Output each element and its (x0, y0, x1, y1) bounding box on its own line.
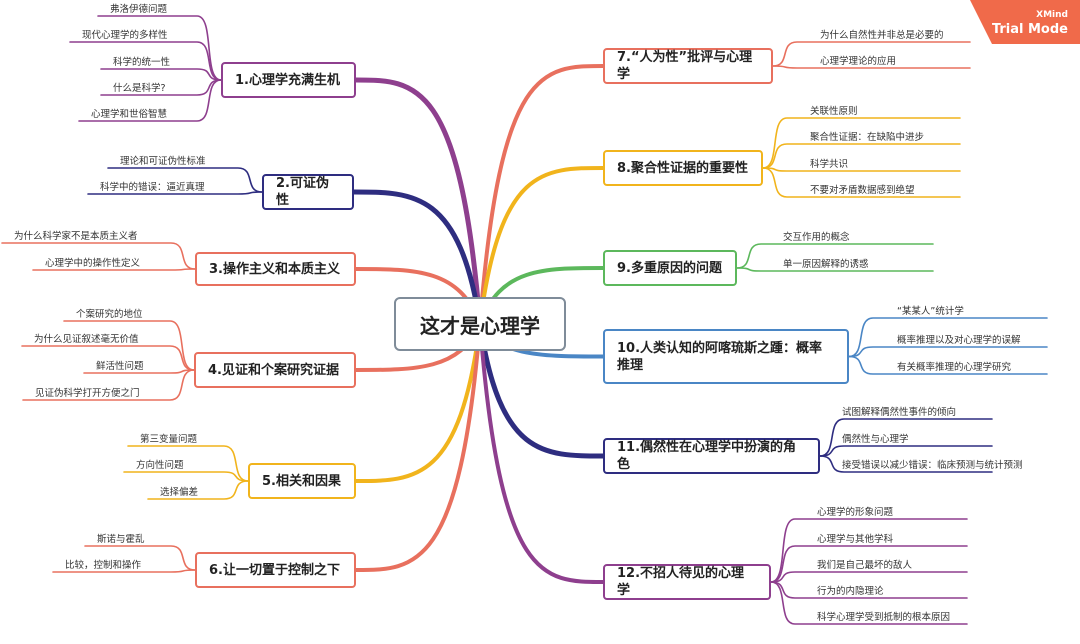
subtopic-right-6-5[interactable]: 科学心理学受到抵制的根本原因 (817, 612, 951, 623)
leaf-line-right-4-2 (848, 346, 1048, 358)
leaf-line-right-6-2 (770, 545, 968, 583)
leaf-line-left-5-3 (147, 480, 249, 500)
subtopic-left-1-4[interactable]: 什么是科学? (113, 83, 166, 94)
subtopic-left-4-4[interactable]: 见证伪科学打开方便之门 (35, 388, 140, 399)
badge-brand: XMind (1036, 10, 1068, 20)
leaf-line-right-2-4 (762, 167, 961, 198)
leaf-line-left-2-1 (107, 167, 263, 193)
leaf-line-left-4-2 (21, 345, 195, 371)
leaf-line-left-4-4 (22, 369, 195, 401)
trial-mode-badge[interactable] (970, 0, 1080, 44)
topic-node-right-1[interactable]: 7.“人为性”批评与心理学 (603, 48, 773, 84)
leaf-line-left-2-2 (87, 191, 263, 195)
leaf-line-right-2-1 (762, 117, 961, 169)
topic-node-left-4[interactable]: 4.见证和个案研究证据 (194, 352, 356, 388)
leaf-line-left-5-2 (123, 471, 249, 482)
leaf-line-right-6-5 (770, 581, 968, 625)
topic-node-left-2[interactable]: 2.可证伪性 (262, 174, 354, 210)
leaf-line-right-5-2 (819, 445, 993, 457)
subtopic-right-6-2[interactable]: 心理学与其他学科 (817, 534, 894, 545)
subtopic-right-6-1[interactable]: 心理学的形象问题 (817, 507, 894, 518)
leaf-line-right-1-1 (772, 41, 971, 67)
subtopic-left-6-1[interactable]: 斯诺与霍乱 (97, 534, 145, 545)
branch-line-right-6 (478, 322, 605, 584)
branch-line-left-1 (353, 77, 483, 327)
subtopic-right-2-2[interactable]: 聚合性证据：在缺陷中进步 (810, 132, 925, 143)
subtopic-right-2-3[interactable]: 科学共识 (810, 159, 849, 170)
branch-line-right-5 (477, 321, 606, 459)
leaf-line-right-3-1 (736, 243, 934, 269)
subtopic-right-2-1[interactable]: 关联性原则 (810, 106, 858, 117)
leaf-line-right-3-2 (736, 267, 934, 272)
topic-node-right-4[interactable]: 10.人类认知的阿喀琉斯之踵：概率推理 (603, 329, 849, 384)
topic-node-left-1[interactable]: 1.心理学充满生机 (221, 62, 356, 98)
leaf-line-left-5-1 (127, 445, 249, 482)
subtopic-right-6-3[interactable]: 我们是自己最坏的敌人 (817, 560, 913, 571)
leaf-line-right-6-1 (770, 518, 968, 583)
subtopic-right-1-1[interactable]: 为什么自然性并非总是必要的 (820, 30, 944, 41)
branch-line-right-2 (478, 166, 605, 326)
leaf-line-left-4-1 (63, 320, 195, 371)
subtopic-left-3-1[interactable]: 为什么科学家不是本质主义者 (14, 231, 138, 242)
leaf-line-right-2-2 (762, 143, 961, 169)
topic-node-right-5[interactable]: 11.偶然性在心理学中扮演的角色 (603, 438, 820, 474)
subtopic-left-5-2[interactable]: 方向性问题 (136, 460, 184, 471)
branch-line-right-1 (478, 64, 605, 326)
leaf-line-left-3-1 (1, 242, 196, 270)
subtopic-left-1-5[interactable]: 心理学和世俗智慧 (91, 109, 168, 120)
subtopic-left-1-2[interactable]: 现代心理学的多样性 (82, 30, 168, 41)
leaf-line-left-6-2 (52, 569, 196, 573)
leaf-line-left-6-1 (84, 545, 196, 571)
leaf-line-left-1-5 (78, 79, 222, 122)
topic-node-left-3[interactable]: 3.操作主义和本质主义 (195, 252, 356, 286)
subtopic-left-4-2[interactable]: 为什么见证叙述毫无价值 (34, 334, 139, 345)
leaf-line-right-5-3 (819, 455, 993, 473)
leaf-line-left-1-2 (69, 41, 222, 81)
topic-node-right-6[interactable]: 12.不招人待见的心理学 (603, 564, 771, 600)
subtopic-left-5-3[interactable]: 选择偏差 (160, 487, 199, 498)
subtopic-right-4-1[interactable]: “某某人”统计学 (897, 306, 964, 317)
subtopic-right-3-2[interactable]: 单一原因解释的诱惑 (783, 259, 869, 270)
subtopic-left-3-2[interactable]: 心理学中的操作性定义 (45, 258, 141, 269)
subtopic-left-1-3[interactable]: 科学的统一性 (113, 57, 171, 68)
topic-node-left-6[interactable]: 6.让一切置于控制之下 (195, 552, 356, 588)
subtopic-right-6-4[interactable]: 行为的内隐理论 (817, 586, 884, 597)
badge-mode: Trial Mode (991, 22, 1068, 37)
subtopic-right-3-1[interactable]: 交互作用的概念 (783, 232, 850, 243)
topic-node-right-3[interactable]: 9.多重原因的问题 (603, 250, 737, 286)
subtopic-right-5-1[interactable]: 试图解释偶然性事件的倾向 (842, 407, 957, 418)
branch-line-left-5 (354, 322, 482, 483)
leaf-line-left-3-2 (32, 268, 196, 271)
leaf-line-right-4-1 (848, 317, 1048, 358)
branch-line-left-6 (354, 322, 482, 572)
leaf-line-left-1-1 (97, 15, 222, 81)
leaf-line-right-4-3 (848, 355, 1048, 375)
subtopic-right-5-3[interactable]: 接受错误以减少错误：临床预测与统计预测 (842, 460, 1023, 471)
central-topic[interactable]: 这才是心理学 (394, 297, 566, 351)
leaf-line-right-2-3 (762, 167, 961, 172)
subtopic-left-4-3[interactable]: 鲜活性问题 (96, 361, 144, 372)
subtopic-left-5-1[interactable]: 第三变量问题 (140, 434, 198, 445)
leaf-line-left-1-3 (100, 68, 222, 81)
subtopic-left-1-1[interactable]: 弗洛伊德问题 (110, 4, 168, 15)
topic-node-left-5[interactable]: 5.相关和因果 (248, 463, 356, 499)
subtopic-left-4-1[interactable]: 个案研究的地位 (76, 309, 143, 320)
subtopic-right-4-3[interactable]: 有关概率推理的心理学研究 (897, 362, 1012, 373)
subtopic-left-6-2[interactable]: 比较，控制和操作 (65, 560, 142, 571)
subtopic-right-1-2[interactable]: 心理学理论的应用 (820, 56, 897, 67)
subtopic-left-2-1[interactable]: 理论和可证伪性标准 (120, 156, 206, 167)
subtopic-right-5-2[interactable]: 偶然性与心理学 (842, 434, 909, 445)
topic-node-right-2[interactable]: 8.聚合性证据的重要性 (603, 150, 763, 186)
subtopic-left-2-2[interactable]: 科学中的错误：逼近真理 (100, 182, 205, 193)
subtopic-right-2-4[interactable]: 不要对矛盾数据感到绝望 (810, 185, 915, 196)
leaf-line-right-6-3 (770, 571, 968, 583)
subtopic-right-4-2[interactable]: 概率推理以及对心理学的误解 (897, 335, 1021, 346)
leaf-line-right-1-2 (772, 65, 971, 69)
branch-line-left-2 (351, 189, 483, 327)
leaf-line-right-5-1 (819, 418, 993, 457)
